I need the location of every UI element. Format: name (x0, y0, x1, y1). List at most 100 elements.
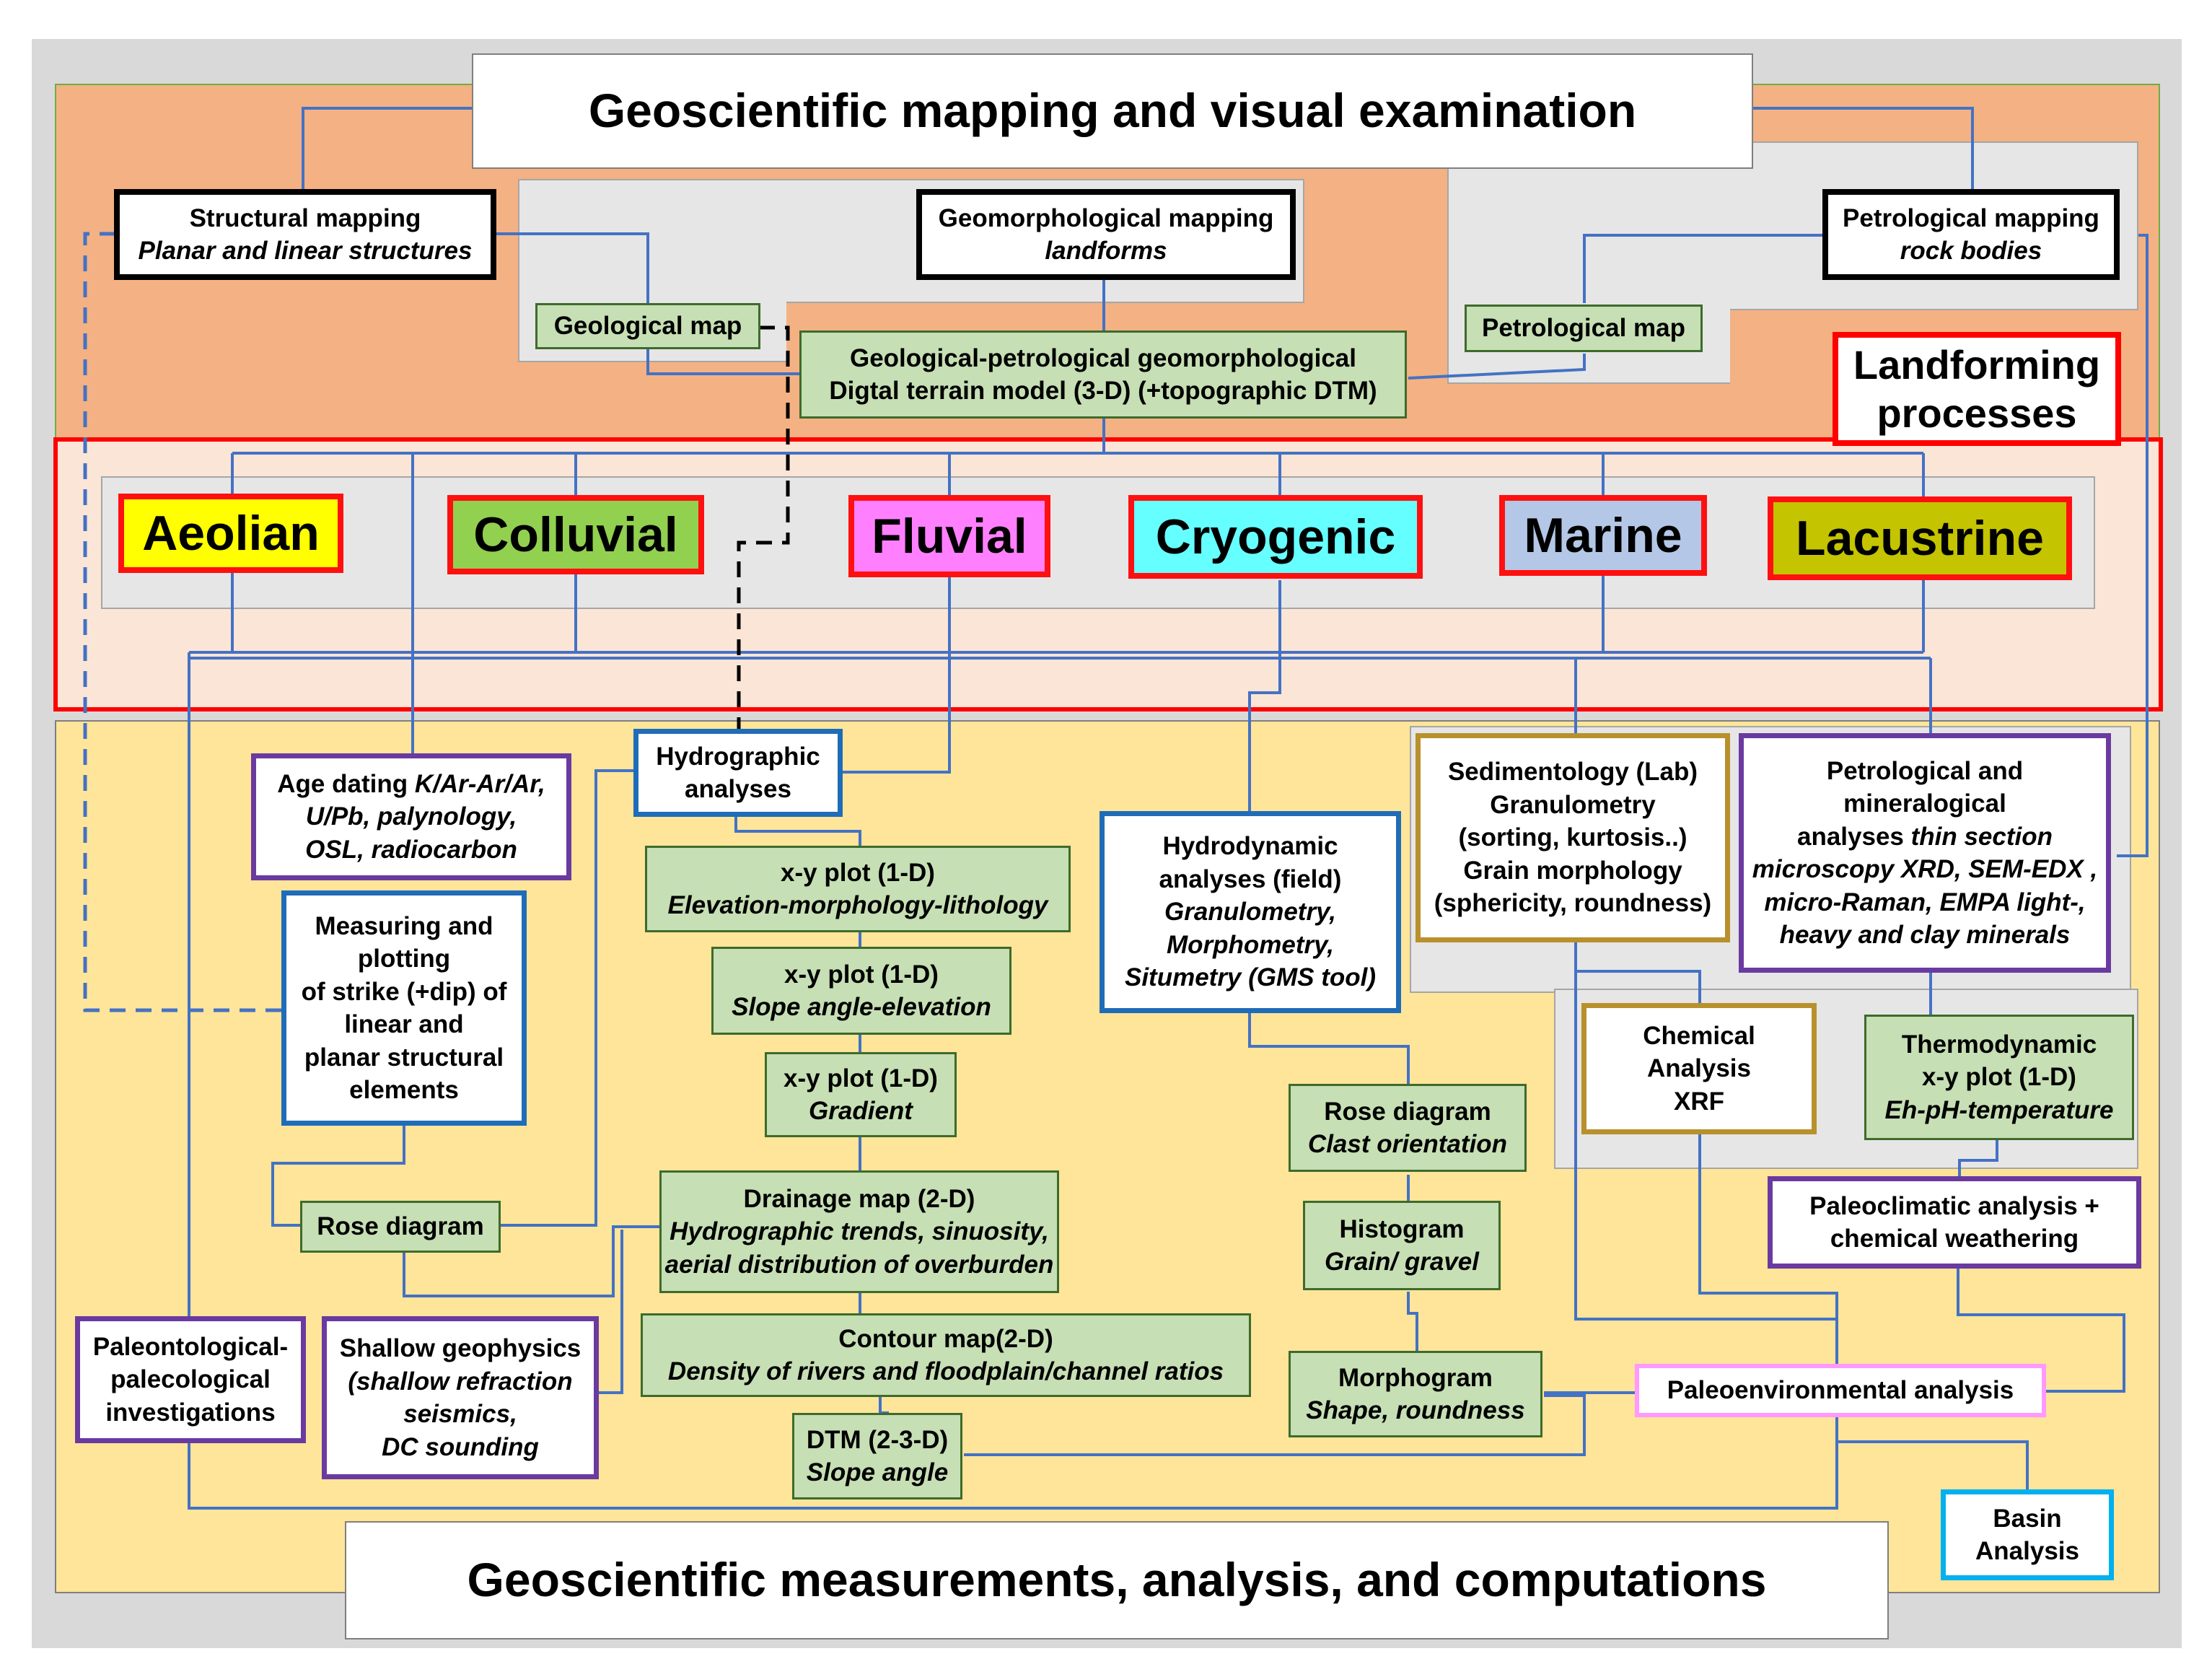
petro-mineral-box: Petrological and mineralogical analyses … (1739, 733, 2111, 973)
wire-geomap-dtm (646, 348, 801, 375)
wire-petromap-dtm (1408, 354, 1586, 380)
wire-thermo-climate (1958, 1140, 1998, 1178)
hydrodynamic-line2: analyses (field) (1159, 864, 1342, 893)
process-marine: Marine (1499, 495, 1707, 576)
wire-cryo-hydrodyn (1248, 580, 1281, 813)
xy3-title: x-y plot (1-D) (784, 1064, 938, 1093)
wire-chem-paleoenv (1698, 1134, 1838, 1364)
dtm-3d-title: Geological-petrological geomorphological (849, 343, 1357, 372)
xy-plot-slope-box: x-y plot (1-D) Slope angle-elevation (711, 947, 1011, 1035)
wire-hydrodyn-rose (1248, 1012, 1410, 1085)
petrological-mapping-title: Petrological mapping (1843, 203, 2099, 232)
hydrodynamic-analyses-box: Hydrodynamic analyses (field) Granulomet… (1100, 811, 1401, 1013)
hydrographic-line1: Hydrographic (656, 742, 820, 771)
drainage-map-box: Drainage map (2-D) Hydrographic trends, … (659, 1170, 1059, 1293)
process-aeolian: Aeolian (118, 494, 343, 573)
process-cryogenic-label: Cryogenic (1155, 509, 1396, 564)
geophysics-line1: Shallow geophysics (339, 1334, 581, 1362)
age-dating-line3: OSL, radiocarbon (305, 835, 517, 864)
paleoclimatic-box: Paleoclimatic analysis + chemical weathe… (1768, 1176, 2141, 1269)
thermo-line3: Eh-pH-temperature (1884, 1095, 2114, 1124)
wire-rose-drain (403, 1225, 659, 1297)
wire-hist-morpho (1407, 1292, 1418, 1352)
chemical-line1: Chemical (1643, 1021, 1755, 1050)
measuring-line2: plotting (357, 945, 451, 973)
process-colluvial: Colluvial (447, 495, 704, 574)
age-dating-line2: U/Pb, palynology, (305, 802, 517, 831)
wire-sedi-chem (1574, 940, 1701, 1003)
landforming-line1: Landforming (1853, 341, 2101, 387)
paleoenvironmental-box: Paleoenvironmental analysis (1635, 1364, 2046, 1417)
morphogram-title: Morphogram (1338, 1363, 1493, 1392)
hydrographic-analyses-box: Hydrographic analyses (633, 729, 843, 817)
morphogram-subtitle: Shape, roundness (1306, 1396, 1525, 1424)
wire-struct-geomap (496, 232, 649, 303)
structural-mapping-box: Structural mapping Planar and linear str… (114, 189, 496, 280)
contour-map-box: Contour map(2-D) Density of rivers and f… (641, 1313, 1251, 1397)
xy1-subtitle: Elevation-morphology-lithology (667, 891, 1048, 919)
top-title-text: Geoscientific mapping and visual examina… (588, 84, 1637, 138)
petrological-mapping-subtitle: rock bodies (1900, 237, 2042, 265)
histogram-title: Histogram (1339, 1214, 1465, 1243)
paleoclimatic-line2: chemical weathering (1830, 1225, 2079, 1253)
dtm-3d-box: Geological-petrological geomorphological… (799, 330, 1407, 419)
wire-paleo-bottom (188, 1442, 938, 1510)
age-dating-box: Age dating K/Ar-Ar/Ar, U/Pb, palynology,… (251, 753, 571, 880)
basin-line2: Analysis (1975, 1537, 2079, 1565)
thermo-line1: Thermodynamic (1901, 1030, 2097, 1059)
xy2-subtitle: Slope angle-elevation (732, 993, 991, 1021)
petro-mineral-line6: heavy and clay minerals (1779, 921, 2071, 949)
rose-diagram-label: Rose diagram (317, 1212, 484, 1241)
dtm-slope-box: DTM (2-3-D) Slope angle (792, 1413, 962, 1499)
thermo-line2: x-y plot (1-D) (1922, 1063, 2076, 1092)
sedimentology-line1: Sedimentology (Lab) (1447, 758, 1698, 787)
petro-mineral-line4: microscopy XRD, SEM-EDX , (1752, 855, 2098, 883)
sedimentology-line4: Grain morphology (1463, 856, 1682, 885)
chemical-line3: XRF (1674, 1087, 1724, 1116)
xy2-title: x-y plot (1-D) (784, 960, 939, 989)
dtm-slope-title: DTM (2-3-D) (806, 1425, 949, 1454)
structural-mapping-subtitle: Planar and linear structures (138, 237, 473, 265)
wire-paleoenv-basin (1835, 1416, 2029, 1489)
dtm-3d-subtitle: Digtal terrain model (3-D) (+topographic… (829, 377, 1377, 405)
measuring-line5: planar structural (304, 1043, 504, 1072)
paleontological-line1: Paleontological- (92, 1332, 289, 1361)
age-dating-prefix: Age dating (277, 769, 415, 798)
geophysics-line4: DC sounding (382, 1432, 539, 1461)
xy-plot-elevation-box: x-y plot (1-D) Elevation-morphology-lith… (645, 846, 1071, 932)
age-dating-methods: K/Ar-Ar/Ar, (414, 769, 545, 798)
xy1-title: x-y plot (1-D) (781, 858, 935, 887)
petro-mineral-line2: mineralogical (1843, 789, 2006, 818)
petro-mineral-line1: Petrological and (1826, 756, 2024, 785)
petro-mineral-line5: micro-Raman, EMPA light-, (1764, 888, 2086, 916)
wire-geomap-hydro-dashed (737, 325, 790, 733)
wire-climate-paleoenv (1957, 1269, 2125, 1393)
geomorph-mapping-subtitle: landforms (1045, 237, 1167, 265)
contour-subtitle: Density of rivers and floodplain/channel… (667, 1357, 1224, 1385)
chemical-line2: Analysis (1647, 1054, 1751, 1083)
wire-hydro-xy1 (734, 814, 861, 846)
sedimentology-line5: (sphericity, roundness) (1434, 889, 1712, 918)
paleoclimatic-line1: Paleoclimatic analysis + (1809, 1191, 2099, 1220)
bottom-title-text: Geoscientific measurements, analysis, an… (467, 1553, 1767, 1607)
age-dating-line1: Age dating K/Ar-Ar/Ar, (277, 768, 545, 801)
petrological-map-label: Petrological map (1481, 314, 1686, 343)
wire-petro-petromap (1583, 234, 1825, 303)
hydrodynamic-line4: Morphometry, (1166, 930, 1335, 959)
shallow-geophysics-box: Shallow geophysics (shallow refraction s… (322, 1316, 599, 1479)
wire-title-petro (1752, 107, 1974, 191)
petro-mineral-line3: analyses thin section (1797, 820, 2053, 854)
wire-fluvial-hydro (840, 577, 951, 774)
dtm-slope-subtitle: Slope angle (806, 1458, 949, 1486)
basin-line1: Basin (1993, 1504, 2062, 1533)
geomorph-mapping-title: Geomorphological mapping (938, 203, 1274, 232)
measuring-plotting-box: Measuring and plotting of strike (+dip) … (281, 890, 527, 1126)
landforming-processes-box: Landforming processes (1833, 332, 2121, 446)
xy-plot-gradient-box: x-y plot (1-D) Gradient (765, 1052, 957, 1137)
hydrodynamic-line5: Situmetry (GMS tool) (1124, 963, 1377, 992)
process-fluvial-label: Fluvial (872, 508, 1027, 564)
paleoenvironmental-label: Paleoenvironmental analysis (1667, 1376, 2014, 1405)
basin-analysis-box: Basin Analysis (1941, 1489, 2114, 1580)
process-colluvial-label: Colluvial (473, 507, 678, 562)
